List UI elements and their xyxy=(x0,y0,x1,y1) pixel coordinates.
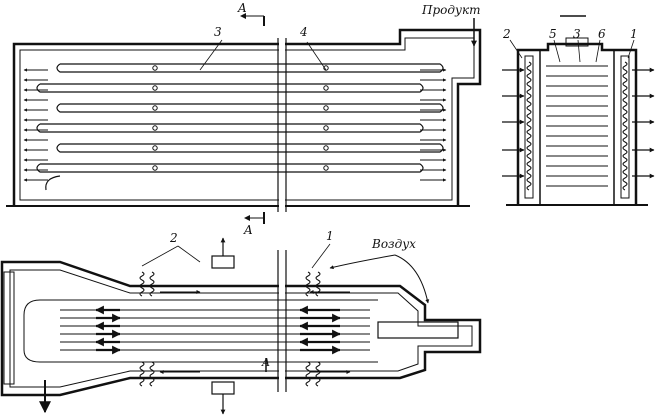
heater-coil xyxy=(526,61,532,191)
plan-fans xyxy=(139,271,321,387)
callouts-side-view: 3 4 xyxy=(199,25,327,71)
exhaust-arrows-left xyxy=(23,68,48,182)
conveyor-belts xyxy=(36,63,444,191)
plan-flow-rails xyxy=(60,290,370,374)
callout-1-plan: 1 xyxy=(326,229,334,243)
callout-3-top: 3 xyxy=(214,25,222,39)
callout-5: 5 xyxy=(549,27,557,41)
section-label-bottom: A xyxy=(243,223,253,237)
callout-2-plan: 2 xyxy=(169,231,178,245)
belt-roller xyxy=(323,65,329,71)
belt-roller xyxy=(323,105,329,111)
exhaust-arrows-right xyxy=(420,68,447,182)
section-air-arrows xyxy=(502,67,655,179)
product-inlet: Продукт xyxy=(421,3,480,47)
section-shelves xyxy=(546,65,608,187)
belt-roller xyxy=(152,105,158,111)
belt-roller xyxy=(152,65,158,71)
belt-roller xyxy=(323,85,329,91)
heater-coil xyxy=(139,271,145,297)
callout-6: 6 xyxy=(598,27,606,41)
section-marker-bottom: A xyxy=(243,212,265,237)
callout-4: 4 xyxy=(299,25,308,39)
belt-roller xyxy=(323,165,329,171)
conveyor-belt xyxy=(36,83,424,93)
product-label: Продукт xyxy=(421,3,480,17)
heater-coil xyxy=(305,361,311,387)
belt-roller xyxy=(323,125,329,131)
belt-roller xyxy=(152,165,158,171)
heater-coil xyxy=(149,361,155,387)
plan-view: Воздух 2 1 A xyxy=(0,229,482,415)
callout-1-section: 1 xyxy=(630,27,638,41)
belt-roller xyxy=(323,145,329,151)
heater-coil xyxy=(139,361,145,387)
conveyor-belt xyxy=(36,163,424,173)
heater-coil xyxy=(315,271,321,297)
conveyor-belt xyxy=(56,103,444,113)
product-discharge xyxy=(45,175,61,191)
cross-section: 2 5 3 6 1 xyxy=(502,15,655,206)
air-label: Воздух xyxy=(371,237,416,251)
conveyor-belt xyxy=(56,63,444,73)
belt-roller xyxy=(152,125,158,131)
conveyor-belt xyxy=(56,143,444,153)
heater-coil xyxy=(622,61,628,191)
heater-coil xyxy=(149,271,155,297)
belt-roller xyxy=(152,145,158,151)
conveyor-belt xyxy=(36,123,424,133)
heater-coil xyxy=(315,361,321,387)
belt-roller xyxy=(152,85,158,91)
section-heater-coils xyxy=(526,61,628,191)
section-label-top: A xyxy=(237,1,247,15)
callout-2-section: 2 xyxy=(502,27,511,41)
section-marker-top: A xyxy=(237,1,265,26)
side-elevation xyxy=(6,28,482,212)
heater-coil xyxy=(305,271,311,297)
callout-3-section: 3 xyxy=(573,27,581,41)
